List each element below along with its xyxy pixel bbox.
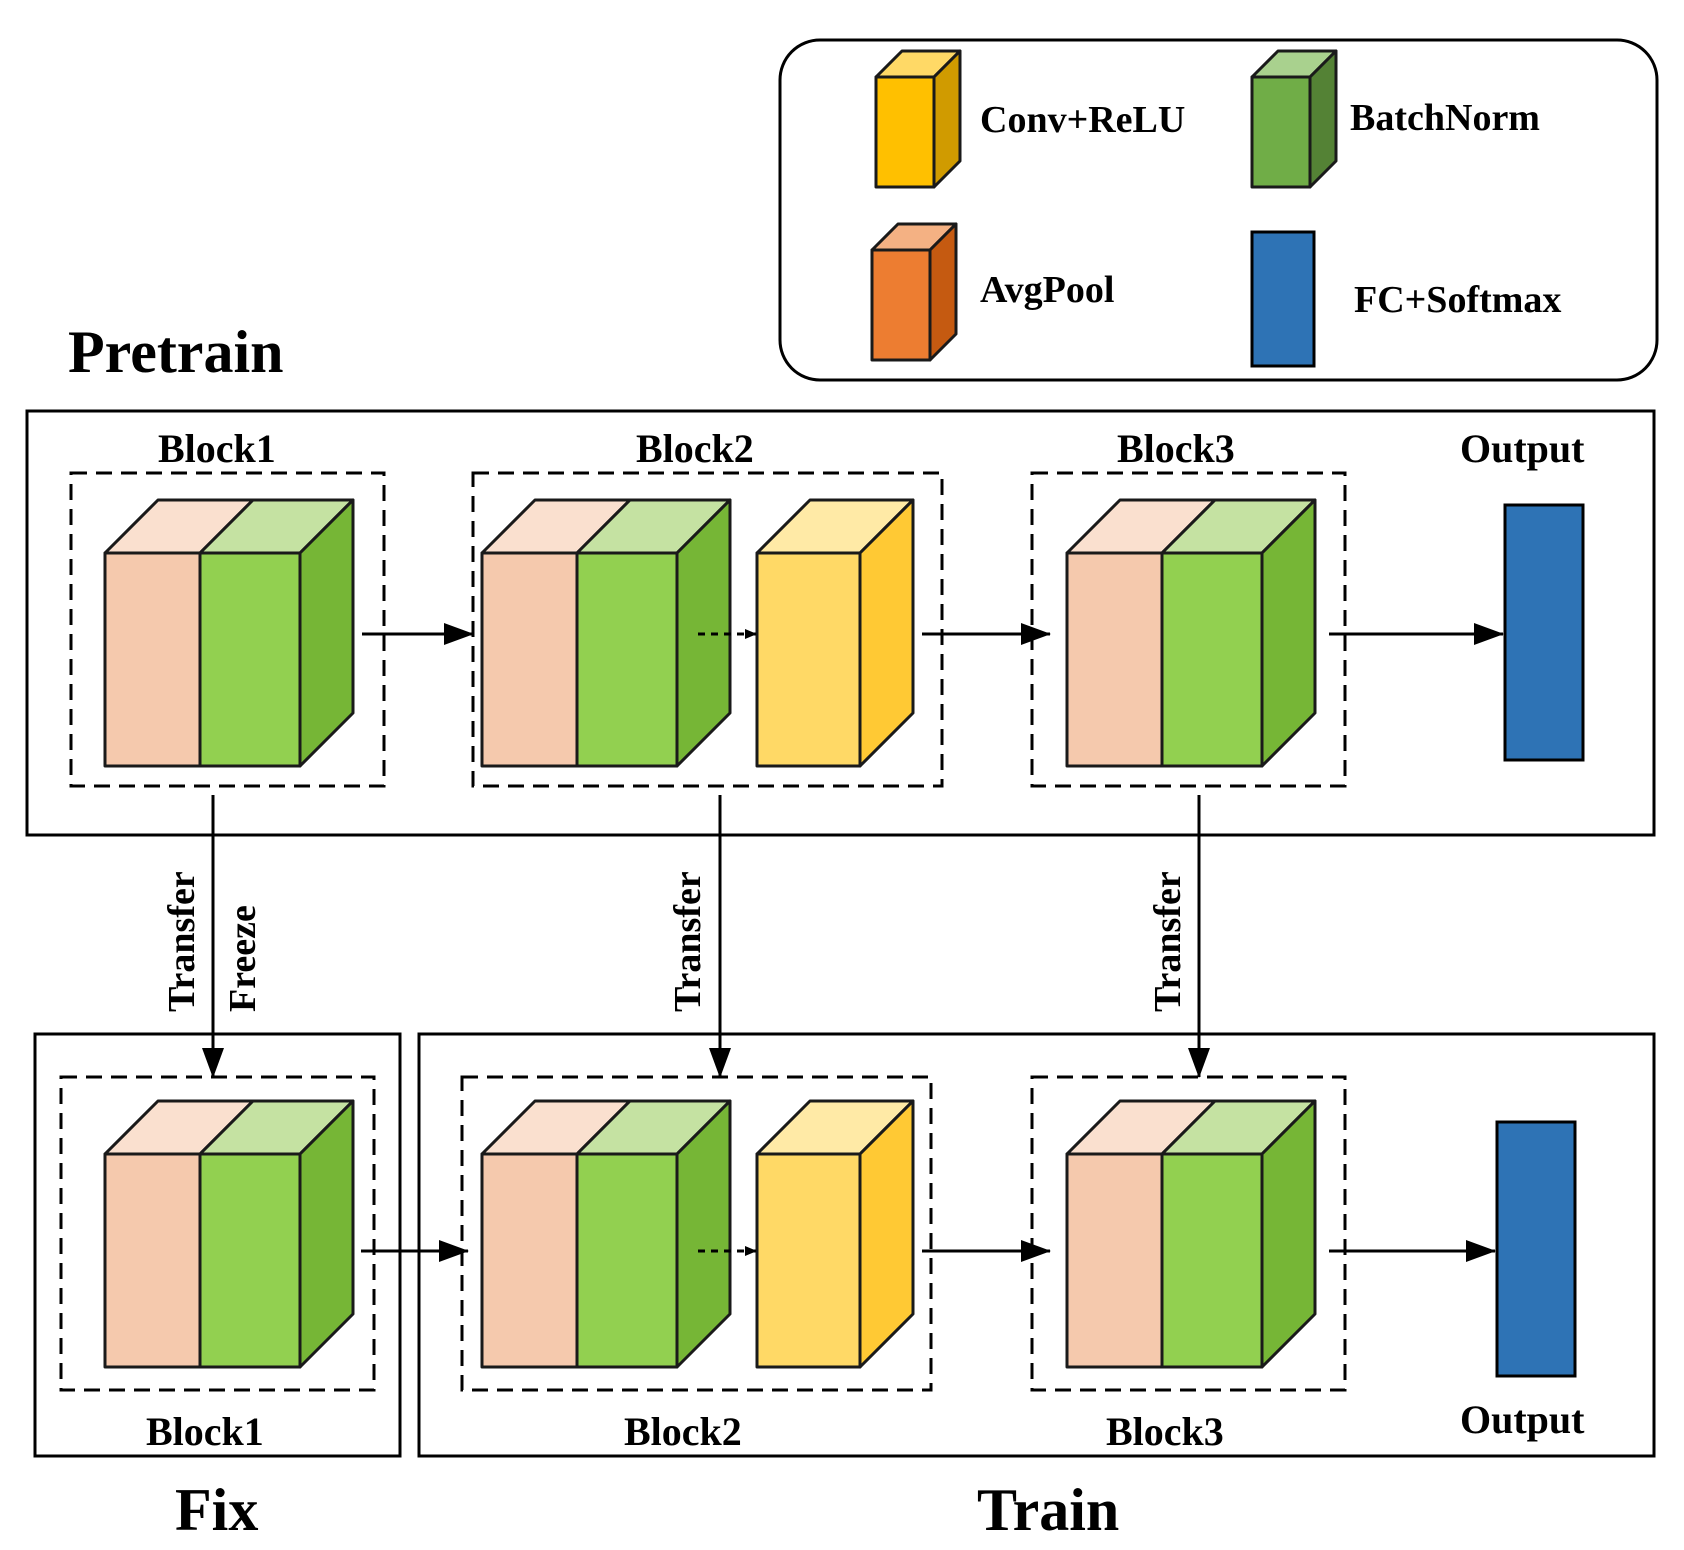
batchnorm-front-face: [1160, 1152, 1264, 1369]
conv-front-face: [755, 551, 862, 768]
legend-front-face: [1250, 75, 1312, 189]
batchnorm-front-face: [1160, 551, 1264, 768]
pretrain-output-fc: [1503, 503, 1585, 762]
train-title: Train: [977, 1477, 1119, 1543]
legend-batchnorm-icon: [1250, 49, 1338, 189]
pretrain-block2-conv-cube: [755, 498, 915, 768]
train-block3-label: Block3: [1106, 1409, 1224, 1454]
pretrain-title: Pretrain: [68, 319, 283, 385]
fix-title: Fix: [175, 1477, 258, 1543]
legend-box: [778, 38, 1659, 382]
transfer-block2-label: Transfer: [667, 871, 709, 1012]
fix-block1-box: [59, 1075, 376, 1392]
batchnorm-front-face: [575, 551, 679, 768]
legend-front-face: [870, 248, 932, 362]
legend-side-face: [1308, 49, 1338, 189]
pretrain-panel: [25, 409, 1656, 837]
pretrain-block1-label: Block1: [158, 426, 276, 471]
pretrain-block2-label: Block2: [636, 426, 754, 471]
batchnorm-front-face: [198, 551, 302, 768]
fix-block1-label: Block1: [146, 1409, 264, 1454]
legend-front-face: [874, 75, 936, 189]
pretrain-block2-cube: [480, 498, 732, 768]
fix-block1-cube: [103, 1099, 355, 1369]
batchnorm-front-face: [198, 1152, 302, 1369]
pretrain-block1-box: [69, 471, 386, 788]
train-block3-box: [1030, 1075, 1347, 1392]
freeze-block1-label: Freeze: [222, 905, 264, 1012]
legend-side-face: [928, 222, 958, 362]
pretrain-block3-label: Block3: [1117, 426, 1235, 471]
train-block2-conv-cube: [755, 1099, 915, 1369]
pool-front-face: [103, 551, 202, 768]
pool-front-face: [1065, 551, 1164, 768]
train-block2-label: Block2: [624, 1409, 742, 1454]
legend-fc-label: FC+Softmax: [1354, 279, 1561, 321]
pool-front-face: [103, 1152, 202, 1369]
train-block2-cube: [480, 1099, 732, 1369]
legend-batchnorm-label: BatchNorm: [1350, 97, 1540, 139]
train-output-label: Output: [1460, 1397, 1585, 1442]
fix-panel: [33, 1032, 402, 1458]
pool-front-face: [480, 1152, 579, 1369]
batchnorm-front-face: [575, 1152, 679, 1369]
pretrain-output-label: Output: [1460, 426, 1585, 471]
legend-avgpool-icon: [870, 222, 958, 362]
pretrain-block1-cube: [103, 498, 355, 768]
pool-front-face: [480, 551, 579, 768]
pretrain-block3-box: [1030, 471, 1347, 788]
train-block2-box: [460, 1075, 933, 1392]
train-output-fc: [1495, 1120, 1577, 1378]
conv-front-face: [755, 1152, 862, 1369]
transfer-block3-label: Transfer: [1147, 871, 1189, 1012]
legend-side-face: [932, 49, 962, 189]
train-panel: [417, 1032, 1656, 1458]
legend-conv-icon: [874, 49, 962, 189]
pretrain-block3-cube: [1065, 498, 1317, 768]
legend-avgpool-label: AvgPool: [980, 269, 1114, 311]
legend-fc-icon: [1250, 230, 1316, 368]
pool-front-face: [1065, 1152, 1164, 1369]
train-block3-cube: [1065, 1099, 1317, 1369]
legend-conv-label: Conv+ReLU: [980, 99, 1185, 141]
transfer-block1-label: Transfer: [161, 871, 203, 1012]
